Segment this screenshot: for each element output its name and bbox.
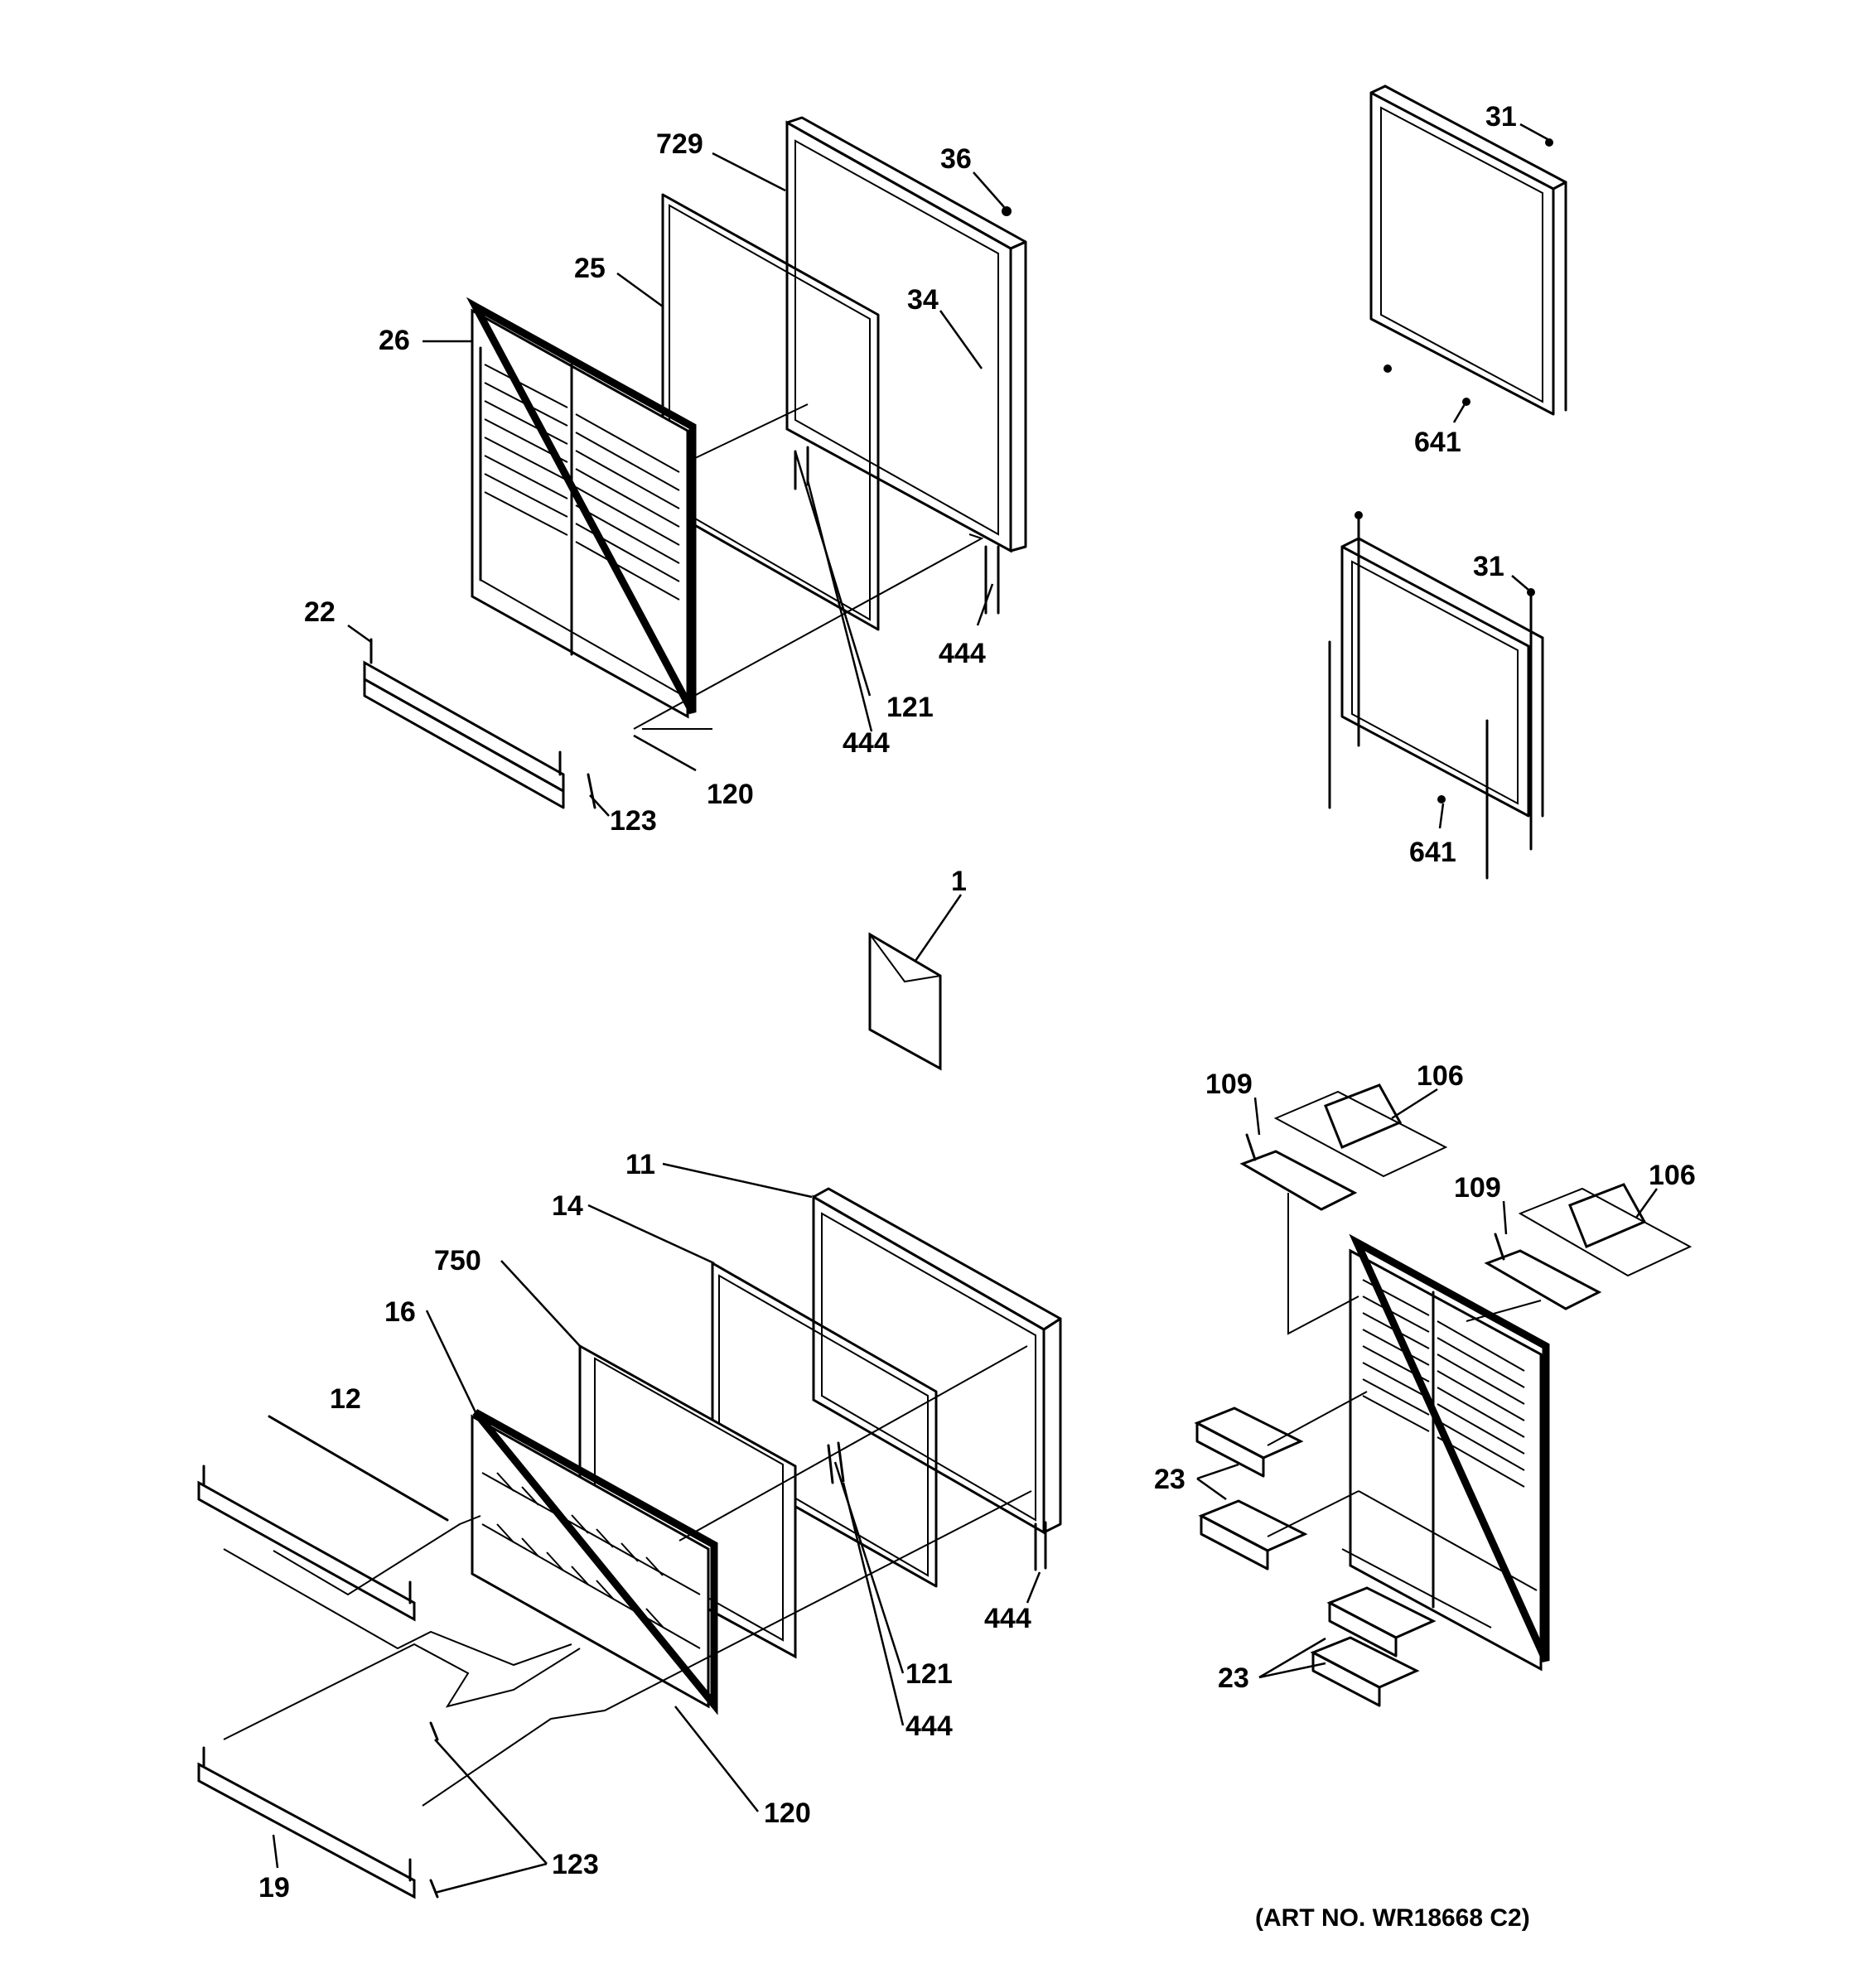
right-leaders	[1196, 1088, 1659, 1679]
bin-23-b	[1198, 1499, 1308, 1571]
label-36: 36	[940, 143, 972, 175]
door-liner-26	[466, 297, 697, 719]
label-34: 34	[907, 284, 939, 316]
literature-envelope-1	[868, 894, 963, 1071]
label-123-lower: 123	[552, 1849, 599, 1880]
label-31-lower: 31	[1473, 551, 1504, 582]
label-120-lower: 120	[764, 1797, 811, 1829]
label-19: 19	[258, 1872, 290, 1904]
label-1: 1	[951, 866, 967, 897]
door-gasket-14	[711, 1262, 938, 1588]
label-16: 16	[384, 1296, 416, 1328]
label-109-upper: 109	[1205, 1069, 1253, 1100]
assembly-guide-lines	[633, 533, 984, 730]
outer-door-panel-729	[785, 116, 1027, 553]
lower-door-assembly	[197, 1187, 1062, 1899]
hinge-109-upper	[1239, 1133, 1358, 1211]
label-26: 26	[379, 325, 410, 356]
label-25: 25	[574, 253, 606, 284]
hinge-cover-106-upper	[1273, 1083, 1448, 1178]
door-liner-shelves-26	[480, 364, 684, 697]
label-729: 729	[656, 128, 703, 160]
bin-23-c	[1326, 1586, 1437, 1657]
door-rack-22	[363, 638, 565, 809]
bin-23-a	[1194, 1407, 1304, 1478]
door-rack-upper	[197, 1464, 416, 1622]
frame-upper-31	[1369, 84, 1567, 423]
label-11: 11	[625, 1149, 655, 1180]
label-123-upper: 123	[610, 805, 657, 837]
frame-lower-31	[1328, 511, 1544, 880]
label-23-upper: 23	[1154, 1464, 1186, 1495]
label-444-lower-mid: 444	[905, 1711, 953, 1742]
label-109-lower: 109	[1454, 1172, 1501, 1204]
art-number-caption: (ART NO. WR18668 C2)	[1255, 1904, 1530, 1932]
lower-leaders	[272, 1162, 1041, 1894]
part-labels: 729 36 25 34 26 22 121 444 444 120 123 3…	[258, 101, 1696, 1932]
label-120-upper: 120	[707, 779, 754, 810]
label-23-lower: 23	[1218, 1662, 1249, 1694]
label-14: 14	[552, 1190, 583, 1222]
label-641-lower: 641	[1409, 837, 1456, 868]
label-22: 22	[304, 596, 336, 628]
bin-23-d	[1310, 1636, 1420, 1707]
label-444-lower-right: 444	[984, 1603, 1031, 1634]
door-gasket-25	[661, 193, 880, 631]
label-444-upper-mid: 444	[843, 727, 890, 759]
lower-guide-lines	[273, 1515, 481, 1596]
label-106-upper: 106	[1417, 1060, 1464, 1092]
label-641-upper: 641	[1414, 427, 1461, 458]
door-rack-19	[197, 1746, 416, 1899]
upper-door-assembly	[363, 116, 1027, 809]
label-121-upper: 121	[886, 692, 934, 723]
label-121-lower: 121	[905, 1658, 953, 1690]
label-750: 750	[434, 1245, 481, 1276]
right-door-liner	[1349, 1233, 1550, 1672]
label-31-upper: 31	[1485, 101, 1517, 133]
inner-door-shelf-ribs-16	[481, 1472, 701, 1649]
inner-door-16	[471, 1409, 718, 1715]
label-12: 12	[330, 1383, 361, 1415]
hinge-cover-106-lower	[1518, 1183, 1693, 1277]
hinge-109-lower	[1484, 1233, 1602, 1310]
upper-leaders	[347, 152, 1005, 817]
right-door-liner-shelves	[1362, 1279, 1525, 1488]
label-444-upper-right: 444	[939, 638, 986, 669]
trim-strip-12	[268, 1415, 449, 1522]
label-106-lower: 106	[1649, 1160, 1696, 1191]
